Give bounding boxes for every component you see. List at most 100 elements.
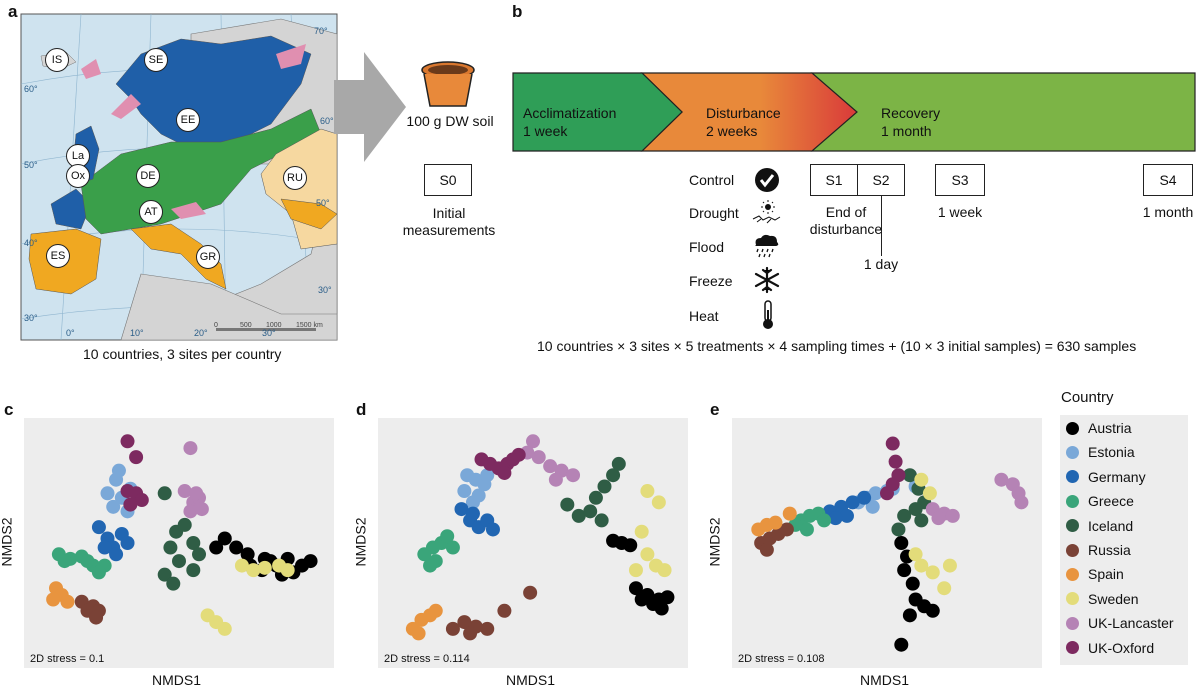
legend-label: Germany (1088, 468, 1146, 485)
soil-label: 100 g DW soil (406, 113, 494, 129)
scatter-point-iceland (177, 517, 192, 532)
scatter-point-germany (485, 522, 500, 537)
lat-label: 60° (320, 116, 334, 126)
check-circle-icon (755, 168, 779, 192)
land-mass (120, 273, 338, 341)
x-axis-label-c: NMDS1 (152, 672, 202, 688)
treatment-flood: Flood (689, 239, 725, 255)
sample-box-s3: S3 (935, 164, 985, 196)
scatter-point-uk-oxford (497, 465, 512, 480)
legend-item: Russia (1066, 542, 1131, 558)
scatter-point-sweden (628, 563, 643, 578)
scatter-point-uk-lancaster (566, 468, 581, 483)
site-marker-ee: EE (176, 108, 200, 132)
scatter-point-iceland (583, 504, 598, 519)
scatter-point-iceland (897, 508, 912, 523)
scatter-point-austria (229, 540, 244, 555)
initial-label-line: measurements (402, 222, 496, 238)
snowflake-icon (754, 266, 780, 294)
legend-label: Sweden (1088, 590, 1139, 607)
legend-swatch (1066, 567, 1079, 581)
scatter-point-sweden (908, 547, 923, 562)
scatter-point-austria (634, 592, 649, 607)
s1-note-line: End of (825, 204, 867, 220)
scatter-point-sweden (922, 486, 937, 501)
scatter-point-sweden (651, 495, 666, 510)
treatment-heat: Heat (689, 308, 719, 324)
scatter-point-uk-oxford (880, 486, 894, 501)
site-marker-se: SE (144, 48, 168, 72)
map-caption: 10 countries, 3 sites per country (83, 346, 282, 362)
scatter-points-e (751, 436, 1029, 652)
panel-letter-d: d (356, 400, 367, 419)
legend-item: Germany (1066, 469, 1146, 485)
scatter-point-russia (463, 626, 478, 641)
alpine-zone (81, 44, 306, 219)
scatter-point-iceland (902, 468, 917, 483)
scatter-point-iceland (611, 456, 626, 471)
scatter-point-estonia (868, 486, 883, 501)
timeline-bar (512, 72, 1196, 152)
legend-swatch (1066, 616, 1079, 630)
scatter-points-d (405, 434, 675, 641)
scatter-point-greece (445, 540, 460, 555)
legend-swatch (1066, 592, 1079, 606)
legend-box (1060, 415, 1188, 665)
scatter-point-estonia (465, 495, 480, 510)
scatter-point-uk-lancaster (177, 484, 192, 499)
scatter-point-iceland (157, 567, 172, 582)
initial-label: Initial measurements (390, 205, 508, 239)
mediterranean-zone (130, 223, 227, 290)
legend-item: Spain (1066, 566, 1124, 582)
scatter-point-uk-oxford (123, 497, 138, 512)
scatter-point-spain (46, 592, 61, 607)
site-marker-is: IS (45, 48, 69, 72)
thermometer-icon (763, 300, 773, 329)
scatter-point-austria (623, 538, 638, 553)
scatter-point-uk-lancaster (931, 511, 946, 526)
lat-label: 70° (314, 26, 328, 36)
scatter-point-germany (97, 540, 112, 555)
scatter-point-uk-lancaster (543, 459, 558, 474)
sun-cracked-soil-icon (752, 200, 781, 224)
site-marker-la: La (66, 144, 90, 168)
legend-swatch (1066, 543, 1079, 557)
legend-label: Greece (1088, 493, 1134, 510)
scatter-point-iceland (172, 554, 186, 569)
legend-item: UK-Lancaster (1066, 615, 1174, 631)
scatter-point-uk-lancaster (183, 504, 198, 519)
lat-label: 30° (318, 285, 332, 295)
nmds-plot-d (378, 418, 688, 668)
scatter-point-uk-oxford (134, 493, 149, 508)
phase-name: Disturbance (706, 105, 781, 121)
scatter-point-iceland (594, 513, 609, 528)
scatter-point-uk-oxford (885, 436, 900, 451)
lat-label: 30° (24, 313, 38, 323)
nmds-plot-e (732, 418, 1042, 668)
scatter-point-estonia (111, 463, 126, 478)
scatter-point-sweden (246, 563, 261, 578)
scatter-point-greece (817, 513, 832, 528)
scatter-point-uk-oxford (120, 434, 135, 449)
legend-label: Austria (1088, 420, 1132, 436)
scatter-point-spain (768, 515, 783, 530)
lon-label: 10° (130, 328, 144, 338)
scatter-point-sweden (257, 560, 272, 575)
y-axis-label-e: NMDS2 (706, 517, 723, 567)
s2-note: 1 day (863, 256, 899, 272)
scatter-point-sweden (640, 547, 655, 562)
sample-box-s1: S1 (810, 164, 858, 196)
panel-letter-e: e (710, 400, 720, 419)
scatter-point-greece (80, 554, 95, 569)
scatter-point-estonia (865, 499, 880, 514)
scatter-point-iceland (157, 486, 172, 501)
scatter-point-sweden (937, 581, 952, 596)
sample-formula: 10 countries × 3 sites × 5 treatments × … (537, 338, 1137, 354)
legend-label: Spain (1088, 566, 1124, 583)
scatter-point-germany (91, 520, 106, 535)
stress-label-c: 2D stress = 0.1 (30, 653, 105, 665)
scatter-point-sweden (914, 472, 929, 487)
phase-duration: 1 week (523, 123, 568, 139)
lat-label: 50° (316, 198, 330, 208)
site-marker-at: AT (139, 200, 163, 224)
